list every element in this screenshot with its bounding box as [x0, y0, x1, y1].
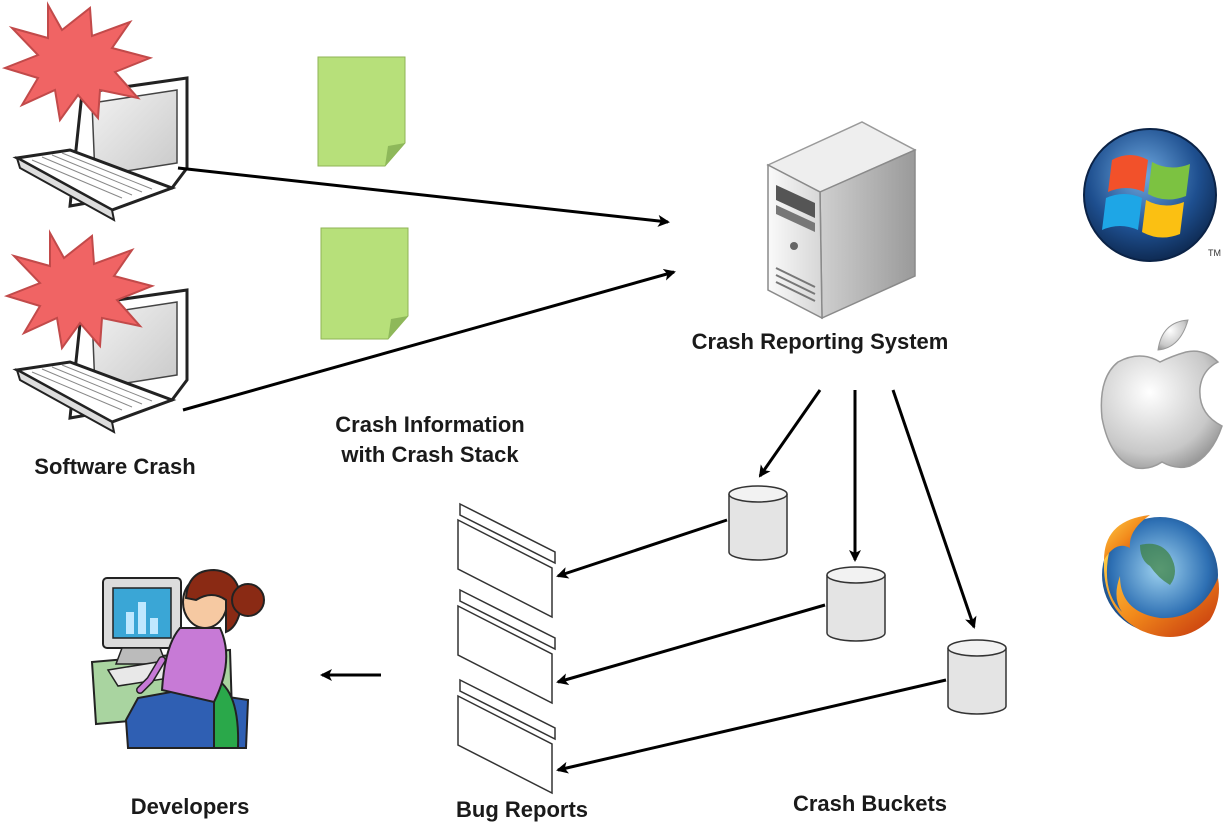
bug-report-icon — [457, 588, 556, 705]
document-icon — [317, 56, 406, 167]
arrow — [891, 389, 977, 629]
arrow — [556, 518, 728, 579]
bug-report-icon — [457, 678, 556, 795]
crash-information-label: Crash Information with Crash Stack — [300, 410, 560, 470]
windows-trademark: TM — [1208, 248, 1221, 258]
crash-buckets-label: Crash Buckets — [792, 791, 948, 816]
laptop-icon — [12, 288, 189, 434]
arrow — [556, 678, 947, 774]
database-icon — [728, 485, 788, 561]
bug-report-icon — [457, 502, 556, 619]
arrow — [182, 268, 676, 412]
crash-burst-icon — [3, 229, 156, 351]
arrow — [758, 389, 822, 478]
bug-reports-label: Bug Reports — [456, 797, 588, 822]
document-icon — [320, 227, 409, 340]
database-icon — [826, 566, 886, 642]
laptop-icon — [12, 76, 189, 222]
database-icon — [947, 639, 1007, 715]
arrow — [556, 603, 826, 685]
crash-burst-icon — [1, 1, 154, 123]
arrow — [177, 166, 670, 227]
windows-logo: TM — [1083, 128, 1221, 262]
developer-icon — [90, 568, 265, 749]
firefox-logo — [1102, 515, 1219, 638]
crash-information-line2: with Crash Stack — [341, 442, 519, 467]
developers-label: Developers — [130, 794, 250, 819]
server-icon — [766, 121, 917, 320]
software-crash-label: Software Crash — [34, 454, 196, 479]
crash-information-line1: Crash Information — [335, 412, 525, 437]
crash-reporting-system-label: Crash Reporting System — [691, 329, 949, 354]
apple-logo — [1100, 319, 1223, 470]
